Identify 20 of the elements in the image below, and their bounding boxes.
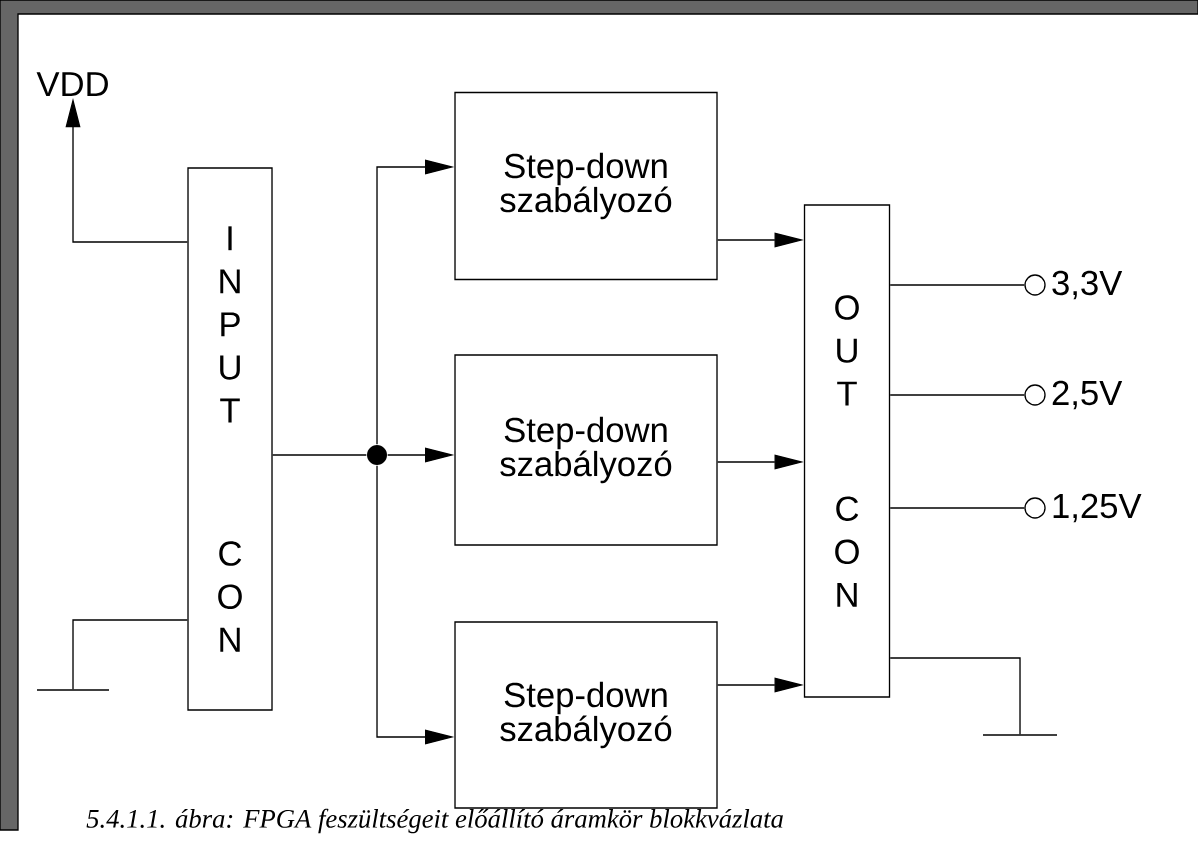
supply-label: VDD: [36, 72, 108, 96]
figure-caption: 5.4.1.1. ábra: FPGA feszültségeit előállító áramkör blokkvázlata: [86, 808, 783, 834]
connector-line: [72, 619, 188, 690]
connector-line: [889, 394, 1025, 396]
connector-line: [272, 454, 367, 456]
connector-box: I N P U T C O N: [187, 167, 273, 711]
regulator-box: Step-down szabályozó: [454, 354, 718, 546]
voltage-label: 2,5V: [1052, 380, 1123, 410]
regulator-box: Step-down szabályozó: [454, 621, 718, 809]
output-terminal: [1024, 497, 1046, 519]
voltage-label: 1,25V: [1053, 493, 1142, 523]
regulator-box: Step-down szabályozó: [454, 91, 718, 281]
voltage-label: 3,3V: [1052, 270, 1123, 300]
connector-line: [889, 284, 1025, 286]
output-terminal: [1024, 384, 1046, 406]
output-terminal: [1024, 274, 1046, 296]
connector-line: [889, 657, 1021, 735]
connector-line: [889, 507, 1025, 509]
junction-dot: [367, 445, 387, 465]
connector-box: O U T C O N: [803, 204, 891, 698]
